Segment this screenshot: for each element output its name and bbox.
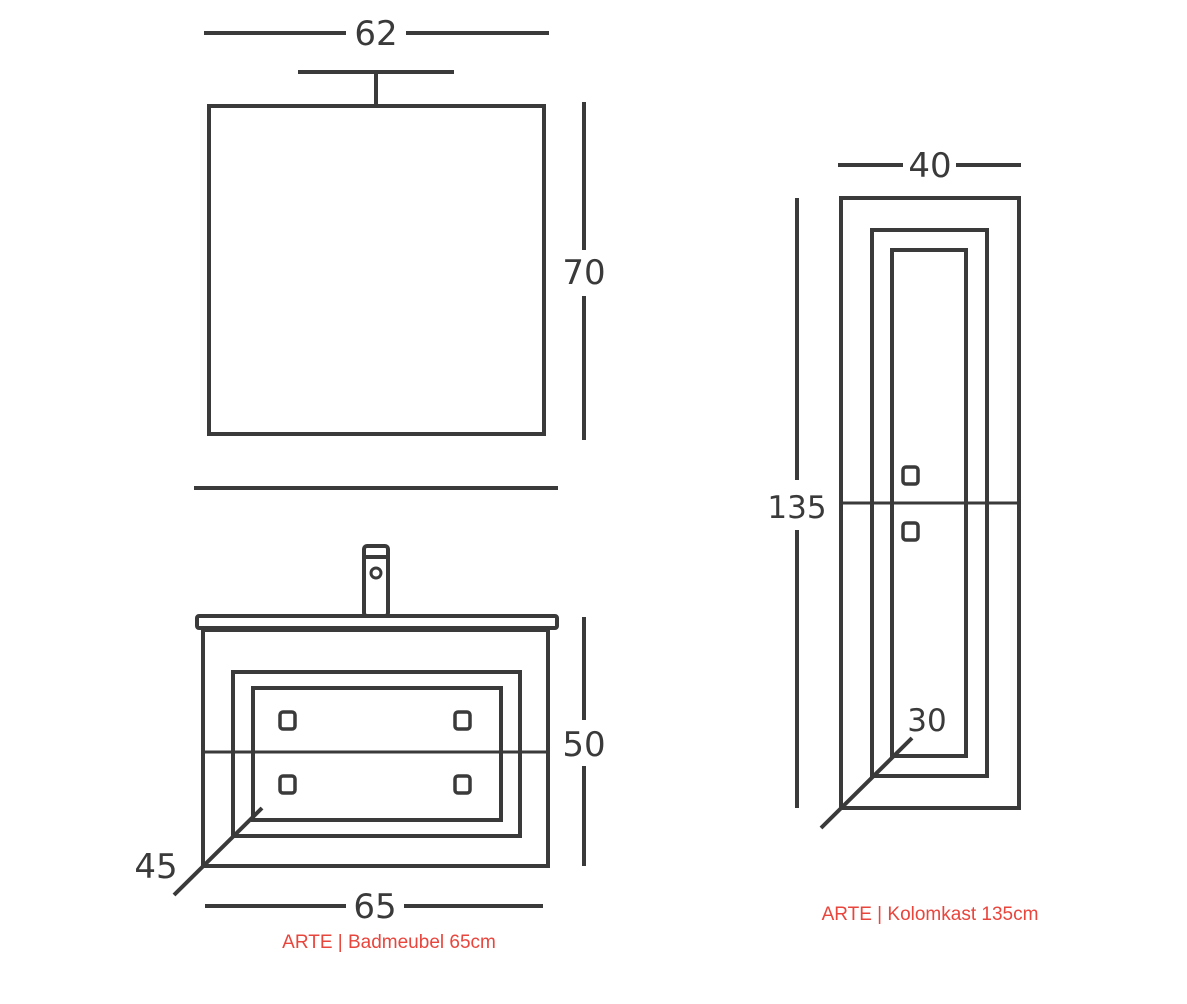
vanity-depth-label: 45 bbox=[134, 847, 177, 887]
vanity-handle-top-right bbox=[453, 710, 472, 731]
vanity-depth-line bbox=[172, 806, 264, 897]
column-depth-line bbox=[819, 736, 914, 830]
column-handle-upper bbox=[901, 465, 920, 486]
mirror-height-label: 70 bbox=[562, 253, 605, 293]
column-handle-lower bbox=[901, 521, 920, 542]
vanity-front-frame-inner bbox=[251, 686, 503, 822]
vanity-height-label: 50 bbox=[562, 725, 605, 765]
mirror-drawing: 62 70 bbox=[194, 14, 606, 490]
vanity-handle-bottom-left bbox=[278, 774, 297, 795]
mirror-frame bbox=[207, 104, 546, 436]
vanity-drawing: 50 45 65 ARTE | Badmeubel 65cm bbox=[134, 544, 606, 953]
vanity-width-label: 65 bbox=[353, 887, 396, 927]
faucet-knob bbox=[369, 566, 383, 580]
column-caption: ARTE | Kolomkast 135cm bbox=[822, 904, 1039, 925]
column-drawing: 40 135 30 ARTE | Kolomkast 135cm bbox=[767, 146, 1038, 925]
column-width-label: 40 bbox=[908, 146, 951, 186]
mirror-width-label: 62 bbox=[354, 14, 397, 54]
vanity-front-frame-outer bbox=[231, 670, 522, 838]
vanity-handle-bottom-right bbox=[453, 774, 472, 795]
column-height-label: 135 bbox=[767, 490, 826, 526]
vanity-handle-top-left bbox=[278, 710, 297, 731]
column-depth-label: 30 bbox=[907, 703, 946, 739]
vanity-countertop bbox=[195, 614, 559, 630]
vanity-caption: ARTE | Badmeubel 65cm bbox=[282, 932, 496, 953]
vanity-cabinet bbox=[201, 628, 550, 868]
